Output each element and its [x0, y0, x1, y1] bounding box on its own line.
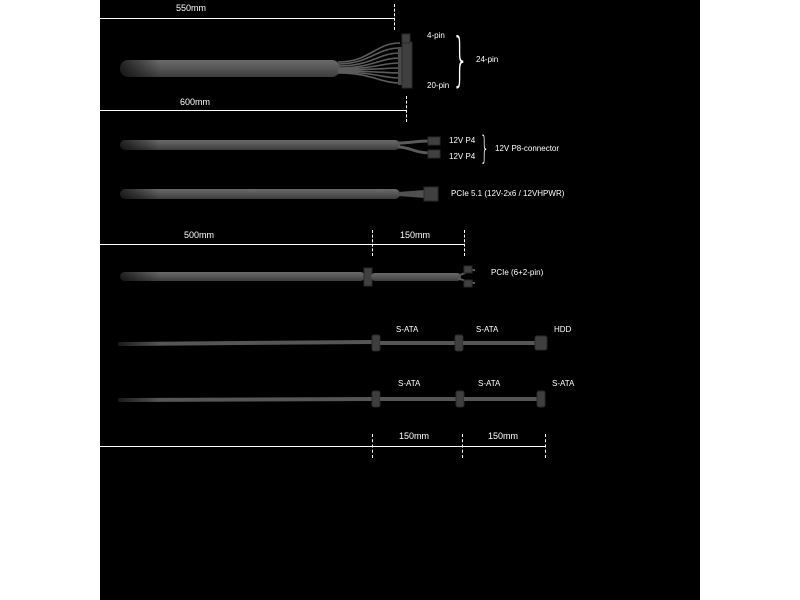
- dim-tick-500: [372, 230, 373, 256]
- dim-tick-bottom-1: [372, 434, 373, 458]
- pcie5-sleeve: [120, 189, 400, 199]
- dim-500-label: 500mm: [184, 230, 215, 240]
- dim-150-bottom-b-label: 150mm: [488, 431, 519, 441]
- pcie5-connector: [423, 186, 439, 202]
- eps-p8-label: 12V P8-connector: [495, 144, 560, 153]
- atx-4pin-block: [401, 33, 411, 44]
- pcie-sleeve-2: [371, 273, 461, 281]
- cable-diagram: 550mm 600mm 500mm 150mm 150mm 150mm 4-pi…: [100, 0, 700, 600]
- sata1-connector-2: [454, 334, 464, 352]
- eps-brace-icon: }: [480, 129, 490, 167]
- dim-550-label: 550mm: [176, 3, 207, 13]
- dim-150-bottom-a-label: 150mm: [399, 431, 430, 441]
- dim-tick-bottom-2: [462, 434, 463, 458]
- dim-tick-150-top: [464, 230, 465, 256]
- pcie-label: PCIe (6+2-pin): [491, 268, 544, 277]
- atx-20pin-label: 20-pin: [427, 81, 450, 90]
- sata1-c2-label: S-ATA: [476, 325, 499, 334]
- sata-cable-2: [100, 390, 546, 410]
- eps-connector-b: [427, 149, 441, 159]
- sata1-connector-1: [371, 334, 381, 352]
- atx-cable: [100, 33, 413, 89]
- pcie5-cable: [100, 184, 439, 204]
- atx-wires: [337, 42, 401, 84]
- sata2-c2-label: S-ATA: [478, 379, 501, 388]
- sata2-c1-label: S-ATA: [398, 379, 421, 388]
- pcie-daisy-connector: [363, 267, 373, 287]
- dim-line-550: [100, 18, 394, 19]
- atx-24pin-label: 24-pin: [476, 55, 499, 64]
- dim-600-label: 600mm: [180, 97, 211, 107]
- dim-line-600: [100, 110, 406, 111]
- dim-line-bottom: [100, 446, 545, 447]
- atx-sleeve: [120, 60, 340, 77]
- pcie-6pin: [463, 265, 473, 274]
- cables-drawing: [100, 33, 548, 410]
- atx-4pin-label: 4-pin: [427, 31, 445, 40]
- dim-150-top-label: 150mm: [400, 230, 431, 240]
- eps-p4a-label: 12V P4: [449, 136, 476, 145]
- pcie5-label: PCIe 5.1 (12V-2x6 / 12VHPWR): [451, 189, 565, 198]
- sata2-connector-1: [371, 390, 381, 408]
- atx-connector: [401, 41, 413, 89]
- eps-connector-a: [427, 136, 441, 146]
- eps-cable: [100, 135, 441, 159]
- sata2-connector-2: [455, 390, 465, 408]
- dim-line-500-150: [100, 244, 464, 245]
- atx-latch: [398, 47, 404, 85]
- pcie-2pin: [463, 279, 473, 288]
- dim-tick-600: [406, 96, 407, 122]
- sata1-hdd-connector: [534, 335, 548, 351]
- sata1-c3-label: HDD: [554, 325, 572, 334]
- sata1-c1-label: S-ATA: [396, 325, 419, 334]
- sata2-c3-label: S-ATA: [552, 379, 575, 388]
- eps-p4b-label: 12V P4: [449, 152, 476, 161]
- eps-sleeve: [120, 140, 400, 150]
- dim-tick-bottom-3: [545, 434, 546, 458]
- pcie-cable: [100, 265, 476, 288]
- atx-brace-icon: }: [452, 25, 469, 93]
- pcie-sleeve-1: [120, 272, 365, 281]
- dim-tick-550: [394, 4, 395, 30]
- sata-cable-1: [100, 334, 548, 354]
- sata2-connector-3: [536, 390, 546, 408]
